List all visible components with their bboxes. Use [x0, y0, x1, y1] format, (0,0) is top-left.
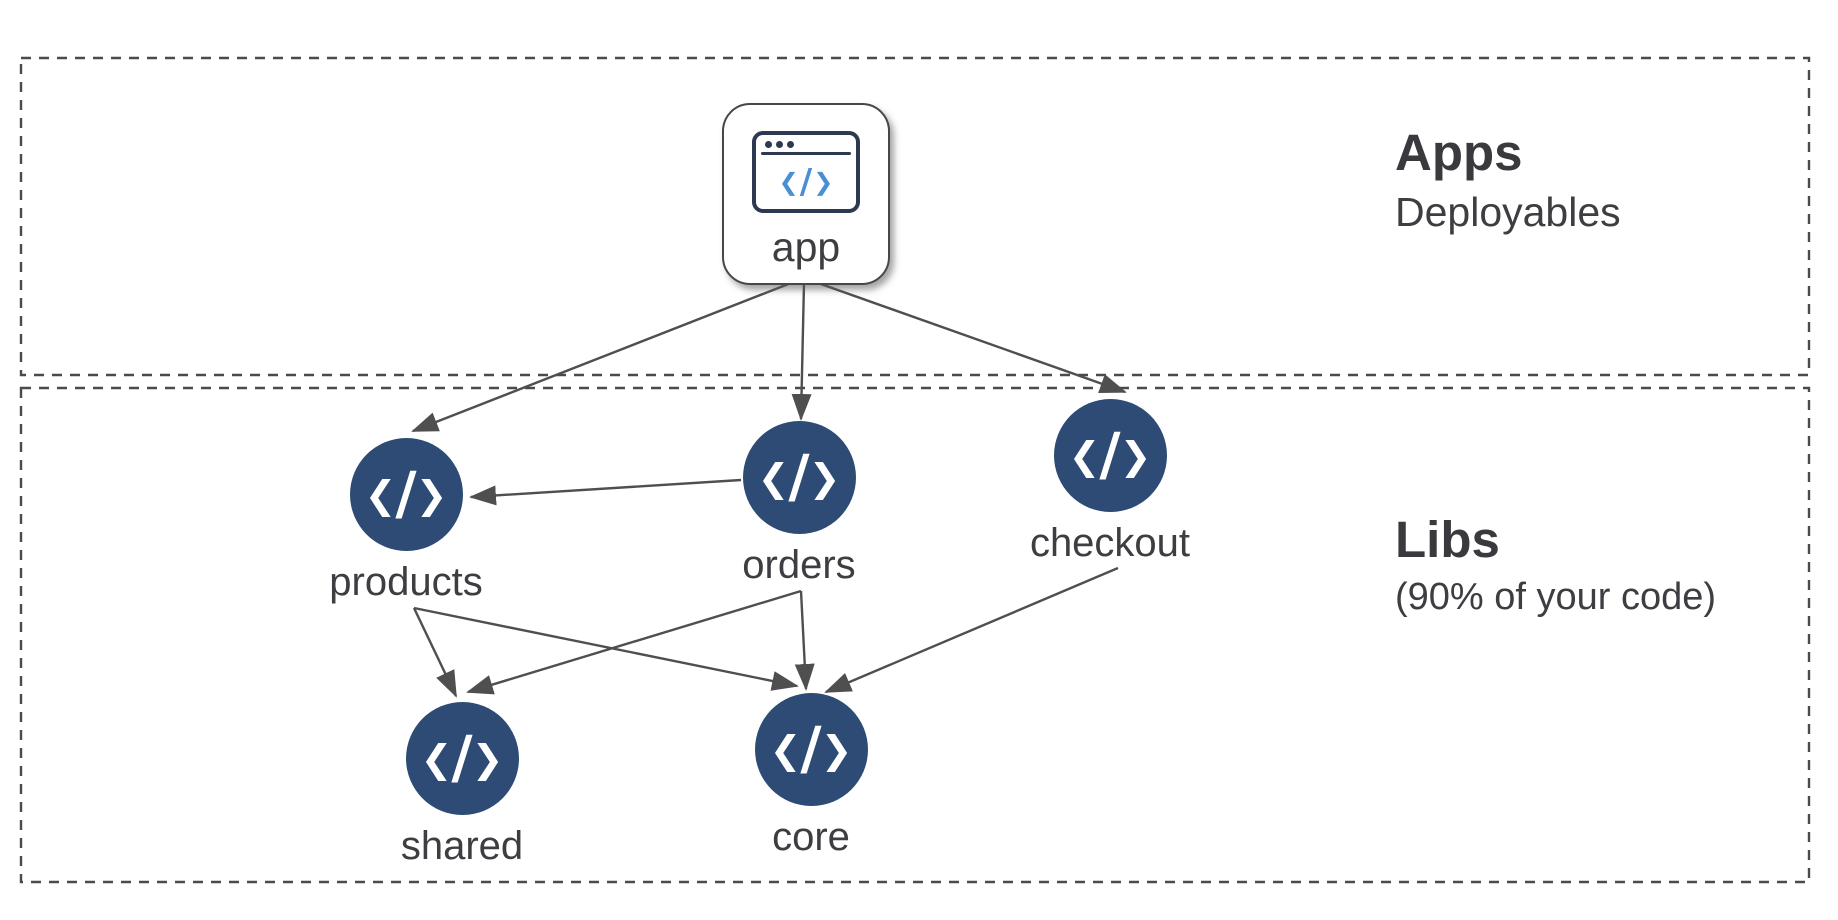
chevron-right-icon: ❯ — [813, 168, 834, 196]
libs-section-label: Libs (90% of your code) — [1395, 511, 1717, 620]
window-dot-icon — [776, 141, 783, 148]
node-orders-label: orders — [742, 543, 856, 587]
chevron-left-icon: ❮ — [364, 472, 397, 517]
node-core-label: core — [772, 815, 850, 859]
slash-icon: / — [788, 441, 810, 510]
slash-icon: / — [1099, 419, 1121, 488]
edge-orders-to-core — [794, 590, 815, 691]
code-chevrons-icon: ❮ / ❯ — [754, 693, 868, 806]
node-products-label: products — [329, 560, 483, 604]
node-shared-label: shared — [400, 824, 524, 868]
chevron-left-icon: ❮ — [757, 455, 790, 500]
edge-orders-to-products — [469, 478, 742, 506]
libs-section-subtitle: (90% of your code) — [1395, 576, 1717, 619]
edge-checkout-to-core — [824, 566, 1119, 694]
code-chevrons-icon: ❮ / ❯ — [405, 702, 519, 815]
edge-app-to-orders — [791, 282, 812, 421]
node-checkout-label: checkout — [1029, 521, 1191, 565]
chevron-right-icon: ❯ — [808, 455, 841, 500]
chevron-right-icon: ❯ — [415, 472, 448, 517]
browser-window-dots — [756, 135, 856, 152]
node-orders: ❮ / ❯ orders — [709, 421, 889, 585]
browser-window-toolbar-line — [761, 152, 851, 155]
apps-section-title: Apps — [1395, 124, 1523, 181]
edge-app-to-products — [411, 281, 792, 433]
code-chevrons-icon: ❮ / ❯ — [1053, 399, 1167, 512]
window-dot-icon — [765, 141, 772, 148]
chevron-left-icon: ❮ — [1068, 433, 1101, 478]
slash-icon: / — [451, 722, 473, 791]
edge-app-to-checkout — [817, 281, 1127, 394]
chevron-right-icon: ❯ — [820, 727, 853, 772]
code-chevrons-icon: ❮ / ❯ — [349, 438, 463, 551]
slash-icon: / — [395, 458, 417, 527]
browser-window-code-icon: ❮ / ❯ — [752, 131, 860, 213]
node-products: ❮ / ❯ products — [316, 438, 496, 602]
code-chevrons-icon: ❮ / ❯ — [742, 421, 856, 534]
node-core: ❮ / ❯ core — [721, 693, 901, 857]
libs-section-title: Libs — [1395, 511, 1500, 568]
window-dot-icon — [787, 141, 794, 148]
slash-icon: / — [800, 713, 822, 782]
chevron-left-icon: ❮ — [420, 736, 453, 781]
apps-section-box — [19, 56, 1811, 377]
apps-section-label: Apps Deployables — [1395, 124, 1621, 236]
chevron-right-icon: ❯ — [471, 736, 504, 781]
libs-section-box — [19, 386, 1811, 884]
node-app-label: app — [771, 224, 841, 270]
chevron-left-icon: ❮ — [769, 727, 802, 772]
slash-icon: / — [799, 162, 813, 202]
node-shared: ❮ / ❯ shared — [372, 702, 552, 866]
chevron-right-icon: ❯ — [1119, 433, 1152, 478]
node-checkout: ❮ / ❯ checkout — [1020, 399, 1200, 563]
edge-products-to-core — [413, 606, 799, 691]
apps-section-subtitle: Deployables — [1395, 189, 1621, 236]
code-tag-glyph: ❮ / ❯ — [756, 155, 856, 209]
chevron-left-icon: ❮ — [778, 168, 799, 196]
edge-products-to-shared — [412, 607, 458, 698]
node-app: ❮ / ❯ app — [722, 103, 890, 285]
edge-orders-to-shared — [466, 589, 802, 695]
